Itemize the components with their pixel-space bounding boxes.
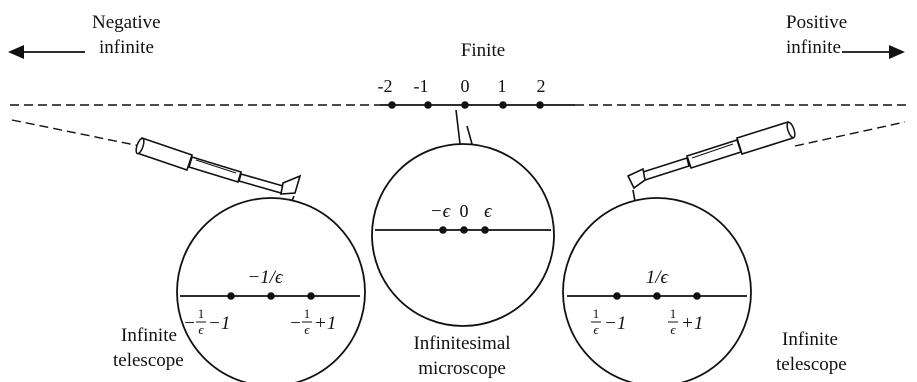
- tick-label-2: 2: [537, 76, 546, 96]
- left-view-dot-center: [267, 292, 275, 300]
- positive-label-top: Positive: [786, 12, 847, 33]
- microscope-dot-pos: [481, 226, 489, 234]
- negative-label-bottom: infinite: [99, 37, 154, 58]
- microscope-view: −ϵ 0 ϵ: [372, 110, 554, 326]
- left-view-dot-right: [307, 292, 315, 300]
- microscope-label-zero: 0: [460, 201, 469, 221]
- negative-label-top: Negative: [92, 12, 161, 33]
- right-caption-bottom: telescope: [776, 354, 847, 375]
- right-view-label-left-num: 1: [593, 306, 600, 321]
- positive-label-bottom: infinite: [786, 37, 841, 58]
- right-telescope-icon: [628, 121, 796, 188]
- right-view-dot-center: [653, 292, 661, 300]
- center-caption-top: Infinitesimal: [413, 333, 510, 354]
- left-view-label-right-num: 1: [304, 306, 311, 321]
- right-view-label-left-den: ϵ: [593, 322, 599, 337]
- left-view-label-left-sign: −: [183, 313, 196, 334]
- right-view-dot-left: [613, 292, 621, 300]
- right-caption-top: Infinite: [782, 329, 838, 350]
- microscope-pointer: [456, 110, 472, 144]
- tick-dot-neg1: [424, 101, 432, 109]
- left-view-label-right-rest: +1: [314, 313, 336, 334]
- left-caption-bottom: telescope: [113, 350, 184, 371]
- tick-dot-2: [536, 101, 544, 109]
- center-caption-bottom: microscope: [418, 358, 506, 379]
- microscope-label-pos: ϵ: [484, 201, 493, 222]
- tick-dot-1: [499, 101, 507, 109]
- tick-label-neg1: -1: [414, 76, 429, 96]
- left-view-label-left-rest: −1: [208, 313, 230, 334]
- right-view-label-left-rest: −1: [604, 313, 626, 334]
- left-telescope-icon: [135, 137, 300, 194]
- main-number-line: -2 -1 0 1 2: [10, 76, 908, 109]
- left-view-circle: [177, 198, 365, 382]
- negative-infinite-label: Negative infinite: [8, 12, 161, 59]
- right-sight-line: [795, 122, 905, 146]
- right-view-label-center: 1/ϵ: [646, 267, 670, 288]
- right-view-label-right-den: ϵ: [670, 322, 676, 337]
- tick-dot-0: [461, 101, 469, 109]
- left-view-label-left-den: ϵ: [198, 322, 204, 337]
- right-view-circle: [563, 198, 751, 382]
- tick-dot-neg2: [388, 101, 396, 109]
- left-view-label-left-num: 1: [198, 306, 205, 321]
- right-telescope-view: 1/ϵ 1 ϵ −1 1 ϵ +1: [563, 198, 751, 382]
- left-caption-top: Infinite: [121, 325, 177, 346]
- right-arrow-icon: [889, 45, 905, 59]
- tick-label-neg2: -2: [378, 76, 393, 96]
- finite-label: Finite: [461, 40, 505, 61]
- left-view-dot-left: [227, 292, 235, 300]
- microscope-dot-zero: [460, 226, 468, 234]
- tick-label-1: 1: [498, 76, 507, 96]
- left-arrow-icon: [8, 45, 24, 59]
- left-telescope-view: −1/ϵ − 1 ϵ −1 − 1 ϵ +1: [177, 198, 365, 382]
- microscope-circle: [372, 144, 554, 326]
- right-view-label-right-num: 1: [670, 306, 677, 321]
- right-view-label-right-rest: +1: [681, 313, 703, 334]
- right-view-dot-right: [693, 292, 701, 300]
- left-view-label-center: −1/ϵ: [247, 267, 284, 288]
- left-sight-line: [12, 120, 140, 146]
- left-view-label-right-sign: −: [289, 313, 302, 334]
- positive-infinite-label: Positive infinite: [786, 12, 905, 59]
- microscope-label-neg: −ϵ: [430, 201, 452, 222]
- tick-label-0: 0: [461, 76, 470, 96]
- left-view-label-right-den: ϵ: [304, 322, 310, 337]
- microscope-dot-neg: [439, 226, 447, 234]
